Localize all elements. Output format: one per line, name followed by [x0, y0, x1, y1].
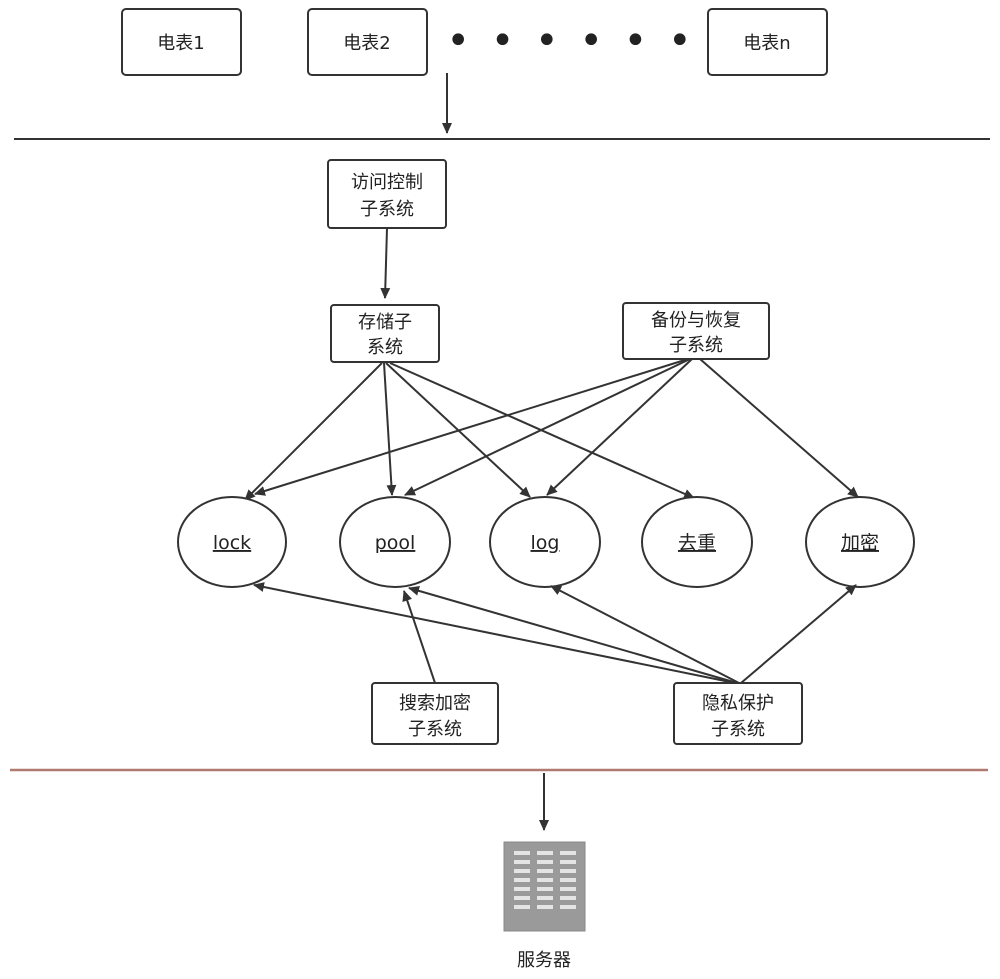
pool-label: pool: [375, 532, 416, 554]
privacy-label-line2: 子系统: [711, 719, 765, 740]
encrypt-label: 加密: [841, 532, 879, 554]
access-control-label-line1: 访问控制: [351, 172, 423, 193]
backup-to-pool-arrow: [404, 358, 691, 496]
backup-label-line1: 备份与恢复: [651, 310, 741, 331]
storage-label-line2: 系统: [367, 337, 403, 358]
backup-box: 备份与恢复 子系统: [622, 302, 770, 360]
meter-1-label: 电表1: [157, 33, 204, 54]
backup-to-encrypt-arrow: [699, 358, 859, 498]
meter-1-box: 电表1: [121, 8, 242, 76]
search-encrypt-label-line2: 子系统: [408, 719, 462, 740]
meter-2-label: 电表2: [343, 33, 390, 54]
ellipsis-dots: • • • • • •: [446, 18, 695, 64]
access-control-box: 访问控制 子系统: [327, 159, 447, 229]
storage-box: 存储子 系统: [330, 304, 440, 363]
search-to-pool-arrow: [402, 590, 436, 684]
server-icon: [503, 841, 586, 932]
log-label: log: [531, 532, 560, 554]
lock-label: lock: [213, 532, 251, 554]
privacy-to-encrypt-arrow: [740, 584, 857, 684]
storage-to-lock-arrow: [244, 362, 383, 501]
backup-to-log-arrow: [546, 358, 693, 496]
access-control-label-line2: 子系统: [360, 199, 414, 220]
meter-2-box: 电表2: [307, 8, 428, 76]
privacy-to-log-arrow: [550, 585, 740, 684]
lock-node: lock: [177, 496, 287, 588]
meter-n-label: 电表n: [743, 33, 790, 54]
search-encrypt-label-line1: 搜索加密: [399, 693, 471, 714]
privacy-to-pool-arrow: [408, 585, 738, 684]
server-label: 服务器: [517, 950, 571, 971]
privacy-box: 隐私保护 子系统: [673, 682, 803, 745]
log-node: log: [489, 496, 601, 588]
access-to-storage-arrow: [380, 227, 391, 299]
dedup-label: 去重: [678, 532, 716, 554]
pool-node: pool: [339, 496, 451, 588]
meter-n-box: 电表n: [707, 8, 828, 76]
dedup-node: 去重: [641, 496, 753, 588]
privacy-label-line1: 隐私保护: [702, 693, 774, 714]
privacy-to-lock-arrow: [253, 582, 736, 684]
storage-to-pool-arrow: [383, 362, 397, 496]
encrypt-node: 加密: [805, 496, 915, 588]
storage-label-line1: 存储子: [358, 312, 412, 333]
search-encrypt-box: 搜索加密 子系统: [371, 682, 499, 745]
backup-label-line2: 子系统: [669, 335, 723, 356]
backup-to-lock-arrow: [254, 358, 689, 496]
